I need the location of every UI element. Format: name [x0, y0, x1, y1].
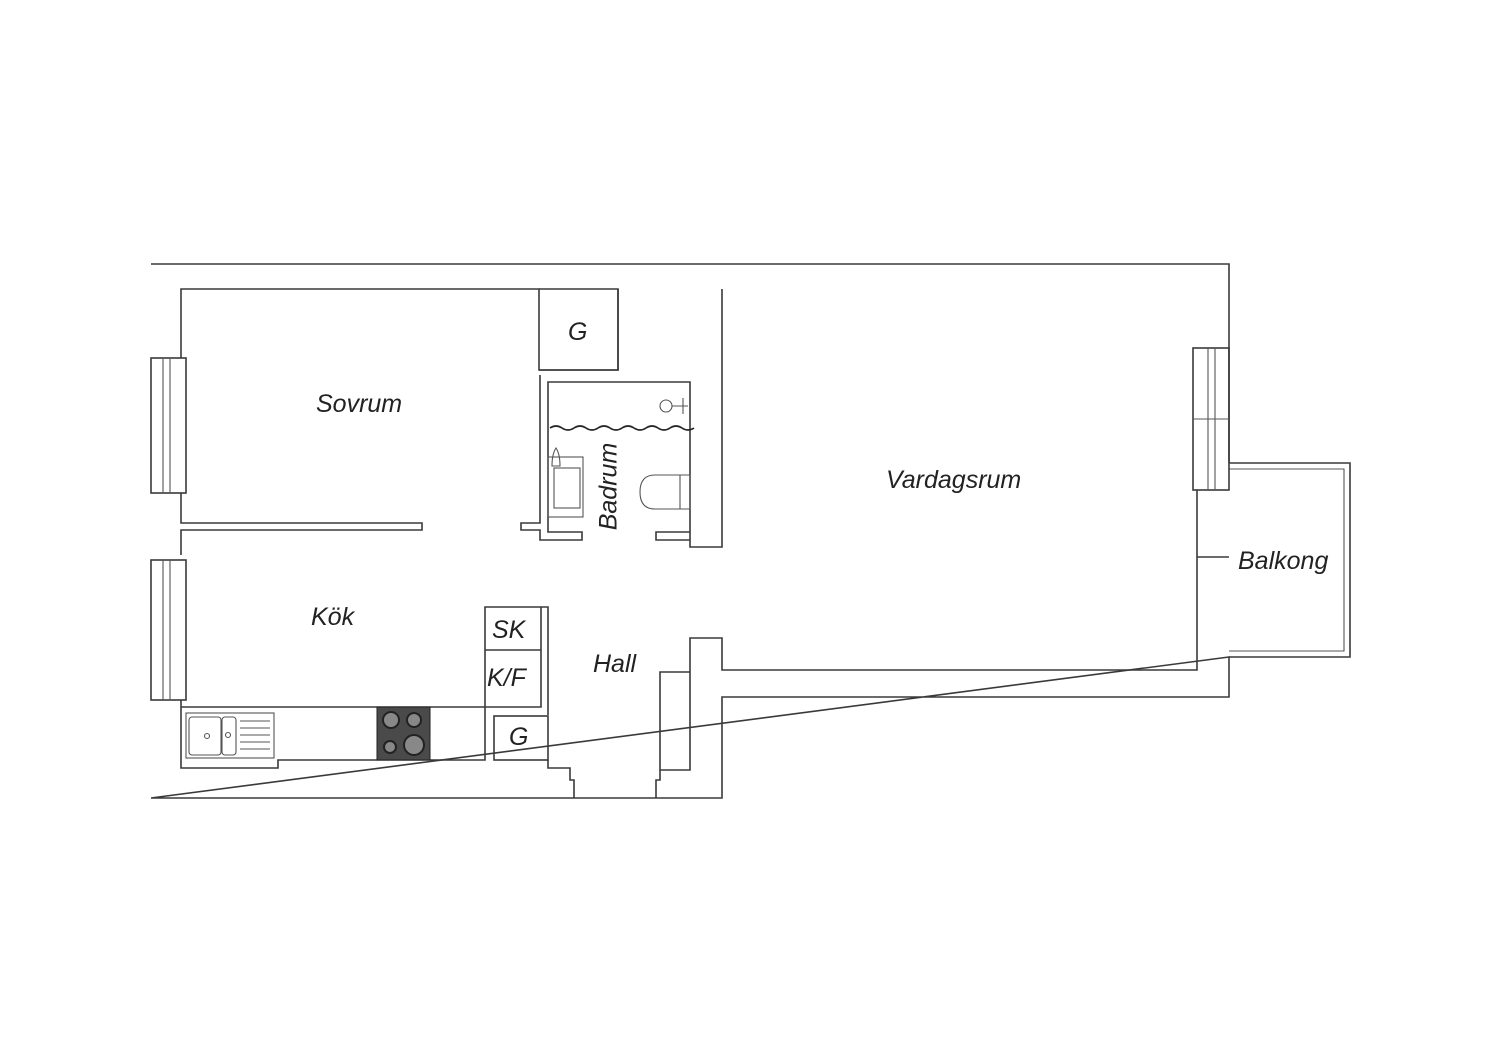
fridge-label-kf: K/F	[487, 664, 526, 692]
window-kok	[150, 559, 187, 701]
badrum-wall	[520, 289, 723, 548]
stove-icon	[376, 706, 431, 761]
room-label-balkong: Balkong	[1238, 547, 1329, 575]
balcony	[1229, 462, 1351, 658]
window-sovrum	[150, 357, 187, 494]
sink-icon	[185, 712, 275, 759]
window-vardagsrum	[1192, 347, 1230, 491]
shower-curtain	[549, 425, 695, 431]
closet-label-g-kitchen: G	[509, 723, 529, 751]
cabinet-label-sk: SK	[492, 616, 526, 644]
sink-icon	[547, 447, 584, 518]
sovrum-wall	[180, 288, 619, 555]
toilet-icon	[639, 474, 691, 510]
entrance-wall	[547, 490, 1229, 798]
room-label-vardagsrum: Vardagsrum	[886, 466, 1022, 494]
closet-g-kitchen	[493, 715, 549, 761]
room-label-sovrum: Sovrum	[316, 390, 403, 418]
room-label-hall: Hall	[593, 650, 637, 678]
closet-g-hall	[539, 288, 619, 371]
kitchen-counter	[180, 606, 549, 769]
closet-label-g-hall: G	[568, 318, 588, 346]
room-label-kok: Kök	[311, 603, 355, 631]
shower-head-icon	[659, 398, 688, 414]
room-label-badrum: Badrum	[594, 442, 623, 531]
